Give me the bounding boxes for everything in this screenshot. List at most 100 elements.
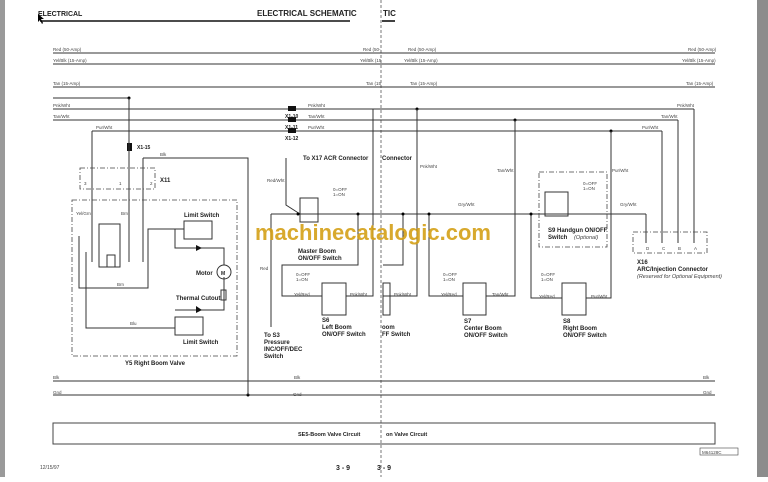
connector-label: X1-11 (285, 125, 298, 131)
bus-label: Tan (15-Amp) (686, 81, 714, 86)
power-buses (53, 52, 715, 397)
wire-label: Yel/Red (294, 292, 310, 297)
pin-label: C (662, 246, 666, 251)
bus-label: Red (50-Amp) (53, 47, 82, 52)
wire-label: Gnd (293, 392, 302, 397)
s3-label: Switch (264, 354, 284, 360)
figure-id: M64128C (702, 450, 722, 455)
s8-label: Right Boom (563, 326, 597, 332)
s6-label: S6 (322, 318, 330, 324)
bus-label: Tan (15-Amp) (410, 81, 438, 86)
x1-connectors (127, 106, 296, 151)
wire-label: Gry/Wht (458, 202, 475, 207)
bus-label: Yel/Blk (15-Amp) (682, 58, 716, 63)
bus-label: Yel/Blk (15-Amp) (53, 58, 87, 63)
wire-label: Gry/Wht (620, 202, 637, 207)
switch-legend-on: 1=ON (296, 277, 308, 282)
x16-label: ARC/Injection Connector (637, 267, 709, 273)
switch-legend-off: 0=OFF (296, 272, 310, 277)
s9-label: S9 Handgun ON/OFF (548, 228, 608, 234)
connector-label: X1-12 (285, 136, 299, 142)
boom-switch-wiring (270, 109, 708, 327)
footer-date: 12/15/97 (40, 465, 60, 471)
wire-label: Pnk/Wht (350, 292, 368, 297)
limit-switch-label: Limit Switch (183, 340, 219, 346)
switch-legend-off: 0=OFF (333, 187, 347, 192)
s3-label: INC/OFF/DEC (264, 347, 303, 353)
limit-switch-label: Limit Switch (184, 213, 220, 219)
switch-legend-on: 1=ON (541, 277, 553, 282)
motor-label: Motor (196, 271, 213, 277)
pin-label: D (646, 246, 650, 251)
x16-label: X16 (637, 260, 648, 266)
connector-label: X1-10 (285, 114, 299, 120)
wire-label: Blk (160, 152, 167, 157)
master-switch-label: Master Boom (298, 249, 336, 255)
y5-valve-wiring (71, 98, 249, 395)
switch-legend-off: 0=OFF (541, 272, 555, 277)
master-switch-label: ON/OFF Switch (298, 256, 342, 262)
bus-label: Yel/Blk (15 (360, 58, 382, 63)
switch-legend-on: 1=ON (583, 186, 595, 191)
header-title: ELECTRICAL SCHEMATIC (257, 9, 357, 18)
wire-label: Pur/Wht (612, 168, 629, 173)
wire-label: Gnd (703, 390, 712, 395)
wire-label: Pur/Wht (642, 125, 659, 130)
s9-label: Switch (548, 235, 568, 241)
wire-label: Pnk/Wht (420, 164, 438, 169)
x17-label: To X17 ACR Connector (303, 156, 369, 162)
wire-label: Pnk/Wht (53, 103, 71, 108)
wire-label: Tan/Wht (661, 114, 678, 119)
bus-label: Yel/Blk (15-Amp) (404, 58, 438, 63)
pin-label: A (694, 246, 697, 251)
pin-label: 1 (119, 181, 122, 186)
mouse-cursor-icon (38, 14, 44, 24)
s6-label-fragment: FF Switch (382, 332, 411, 338)
s7-label: ON/OFF Switch (464, 333, 508, 339)
pin-label: 2 (150, 181, 153, 186)
bus-label: Tan (15-Amp) (53, 81, 81, 86)
wire-label: Gnd (53, 390, 62, 395)
wire-label: Pur/Wht (96, 125, 113, 130)
x17-label-fragment: Connector (382, 156, 413, 162)
right-scrollbar[interactable] (757, 0, 768, 477)
s7-label: Center Boom (464, 326, 502, 332)
s6-label: Left Boom (322, 325, 352, 331)
wire-label: Blk (53, 375, 60, 380)
bus-label: Red (50-Amp) (408, 47, 437, 52)
switch-legend-off: 0=OFF (443, 272, 457, 277)
wire-label: Yel/Red (441, 292, 457, 297)
bus-label: Red (50- (363, 47, 381, 52)
s8-label: S8 (563, 319, 571, 325)
pin-label: 3 (84, 181, 87, 186)
caption-fragment: on Valve Circuit (386, 432, 427, 438)
switch-legend-off: 0=OFF (583, 181, 597, 186)
bus-label: Red (50-Amp) (688, 47, 717, 52)
wire-label: Red (260, 266, 269, 271)
connector-label: X1-15 (137, 145, 151, 151)
s3-label: To S3 (264, 333, 281, 339)
wire-label: Red/Wht (267, 178, 285, 183)
wire-label: Tan/Wht (492, 292, 509, 297)
wire-label: Pnk/Wht (308, 103, 326, 108)
wire-label: Pur/Wht (308, 125, 325, 130)
s6-label: ON/OFF Switch (322, 332, 366, 338)
y5-label: Y5 Right Boom Valve (125, 361, 186, 367)
wire-label: Tan/Wht (497, 168, 514, 173)
s7-label: S7 (464, 319, 472, 325)
watermark: machinecatalogic.com (255, 220, 491, 245)
caption-box (52, 422, 716, 445)
wire-label: Blk (294, 375, 301, 380)
left-border (0, 0, 5, 477)
thermal-cutout-label: Thermal Cutout (176, 296, 220, 302)
wire-label: Brn (117, 282, 125, 287)
x16-note: (Reserved for Optional Equipment) (637, 274, 722, 280)
page-number: 3 - 9 (336, 465, 350, 472)
wire-label: Yel/Red (539, 294, 555, 299)
wire-label: Blk (703, 375, 710, 380)
wire-label: Blu (130, 321, 137, 326)
wire-label: Pur/Wht (591, 294, 608, 299)
s6-label-fragment: oom (382, 325, 395, 331)
